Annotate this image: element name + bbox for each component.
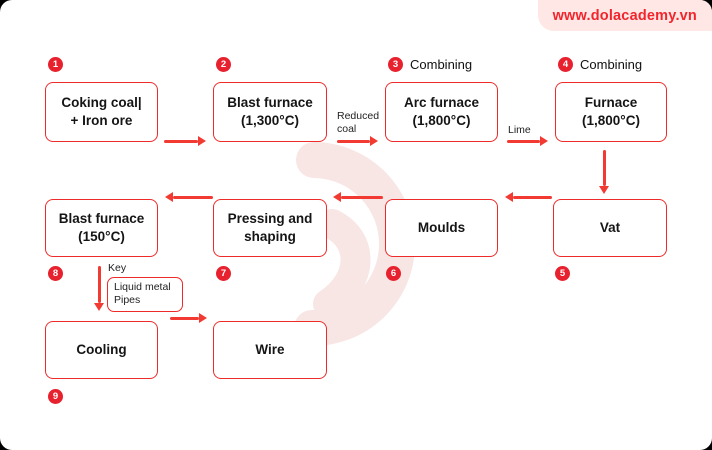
step-badge-5: 5	[555, 266, 570, 281]
box-blast-furnace-150-line2: (150°C)	[78, 229, 125, 244]
arrow-coking-to-blast	[164, 136, 206, 146]
arrow-cooling-to-wire	[170, 313, 207, 323]
box-blast-furnace-1300-line1: Blast furnace	[227, 95, 313, 110]
box-arc-furnace-line2: (1,800°C)	[412, 113, 471, 128]
reduced-coal-label-line1: Reduced	[337, 110, 380, 122]
step-badge-9: 9	[48, 389, 63, 404]
box-coking-coal-line2: + Iron ore	[70, 113, 133, 128]
step-badge-3: 3	[388, 57, 403, 72]
box-arc-furnace-1800: Arc furnace (1,800°C)	[385, 82, 498, 142]
box-furnace-line2: (1,800°C)	[582, 113, 640, 128]
arrow-vat-to-moulds	[505, 192, 552, 202]
box-blast-furnace-150-line1: Blast furnace	[58, 211, 145, 226]
box-vat-label: Vat	[599, 220, 621, 235]
box-moulds-label: Moulds	[417, 220, 466, 235]
key-title: Key	[108, 262, 127, 274]
step-badge-7: 7	[216, 266, 231, 281]
box-pressing-line1: Pressing and	[227, 211, 313, 226]
step-badge-8: 8	[48, 266, 63, 281]
box-cooling: Cooling	[45, 321, 158, 379]
reduced-coal-label: Reduced coal	[337, 110, 379, 135]
combining-label-4: Combining	[580, 57, 643, 72]
box-blast-furnace-1300: Blast furnace (1,300°C)	[213, 82, 327, 142]
arrow-blast150-to-cooling	[94, 266, 104, 311]
box-furnace-1800: Furnace (1,800°C)	[555, 82, 667, 142]
box-blast-furnace-150: Blast furnace (150°C)	[45, 199, 158, 257]
key-box: Liquid metal Pipes	[107, 277, 183, 312]
key-item-liquid-metal: Liquid metal	[114, 281, 171, 293]
combining-label-3: Combining	[410, 57, 473, 72]
site-badge-label: www.dolacademy.vn	[552, 7, 697, 24]
box-blast-furnace-1300-line2: (1,300°C)	[241, 113, 299, 128]
arrow-moulds-to-pressing	[333, 192, 383, 202]
step-badge-4: 4	[558, 57, 573, 72]
box-pressing-line2: shaping	[244, 229, 296, 244]
step-badge-6: 6	[386, 266, 401, 281]
site-badge: www.dolacademy.vn	[537, 0, 712, 31]
box-arc-furnace-line1: Arc furnace	[403, 95, 480, 110]
arrow-pressing-to-blast150	[165, 192, 213, 202]
arrow-blast-to-arc	[337, 136, 378, 146]
lime-label: Lime	[508, 124, 531, 136]
arrow-furnace-to-vat	[599, 150, 609, 194]
reduced-coal-label-line2: coal	[337, 122, 357, 135]
arrow-arc-to-furnace	[507, 136, 548, 146]
box-wire: Wire	[213, 321, 327, 379]
box-furnace-line1: Furnace	[584, 95, 638, 110]
box-wire-label: Wire	[255, 342, 285, 357]
box-pressing-shaping: Pressing and shaping	[213, 199, 327, 257]
box-coking-coal-iron-ore: Coking coal| + Iron ore	[45, 82, 158, 142]
step-badge-2: 2	[216, 57, 231, 72]
step-badge-1: 1	[48, 57, 63, 72]
box-coking-coal-line1: Coking coal|	[61, 95, 142, 110]
box-cooling-label: Cooling	[76, 342, 127, 357]
box-moulds: Moulds	[385, 199, 498, 257]
box-vat: Vat	[553, 199, 667, 257]
key-item-pipes: Pipes	[114, 294, 141, 306]
